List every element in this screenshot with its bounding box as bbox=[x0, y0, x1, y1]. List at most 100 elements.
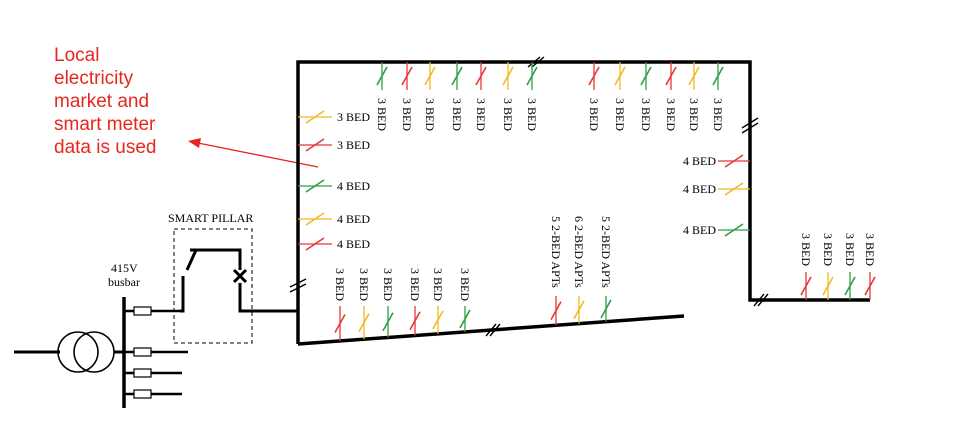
annotation-line: smart meter bbox=[54, 114, 156, 135]
load-left: 4 BED bbox=[298, 212, 370, 226]
load-far-right: 3 BED bbox=[863, 233, 877, 300]
load-top: 3 BED bbox=[587, 62, 601, 131]
fuse bbox=[133, 306, 152, 316]
load-apartment: 5 2-BED APTs bbox=[549, 216, 563, 326]
load-label: 3 BED bbox=[863, 233, 877, 266]
load-label: 3 BED bbox=[408, 268, 422, 301]
load-left: 4 BED bbox=[298, 237, 370, 251]
load-label: 3 BED bbox=[687, 98, 701, 131]
load-label: 3 BED bbox=[613, 98, 627, 131]
load-right: 4 BED bbox=[683, 182, 750, 196]
load-label: 5 2-BED APTs bbox=[549, 216, 563, 288]
feeder-2 bbox=[124, 347, 188, 357]
load-top: 3 BED bbox=[711, 62, 725, 131]
breaker-x-icon bbox=[232, 268, 248, 284]
load-label: 3 BED bbox=[450, 98, 464, 131]
cable-mark-left bbox=[289, 278, 307, 293]
load-bottom: 3 BED bbox=[408, 268, 422, 336]
transformer-winding-secondary bbox=[73, 331, 115, 373]
load-top: 3 BED bbox=[423, 62, 437, 131]
annotation-line: market and bbox=[54, 91, 150, 112]
load-label: 3 BED bbox=[333, 268, 347, 301]
busbar-voltage-label: 415V bbox=[111, 261, 138, 275]
load-right: 4 BED bbox=[683, 154, 750, 168]
load-label: 3 BED bbox=[381, 268, 395, 301]
smart-pillar-box bbox=[173, 228, 253, 344]
load-label: 3 BED bbox=[843, 233, 857, 266]
cable-mark-right bbox=[741, 117, 759, 134]
load-label: 3 BED bbox=[375, 98, 389, 131]
smart-pillar-label: SMART PILLAR bbox=[168, 211, 253, 225]
load-apartment: 5 2-BED APTs bbox=[599, 216, 613, 322]
load-right: 4 BED bbox=[683, 223, 750, 237]
fuse bbox=[133, 389, 152, 399]
annotation-line: data is used bbox=[54, 137, 157, 158]
load-label: 3 BED bbox=[525, 98, 539, 131]
fuse bbox=[133, 368, 152, 378]
load-label: 3 BED bbox=[337, 110, 370, 124]
load-label: 4 BED bbox=[337, 212, 370, 226]
feeder-4 bbox=[124, 389, 182, 399]
load-left: 3 BED bbox=[298, 138, 370, 152]
load-bottom: 3 BED bbox=[381, 268, 395, 338]
transformer-winding-primary bbox=[57, 331, 99, 373]
load-label: 3 BED bbox=[664, 98, 678, 131]
load-top: 3 BED bbox=[501, 62, 515, 131]
fuse bbox=[133, 347, 152, 357]
load-top: 3 BED bbox=[375, 62, 389, 131]
load-label: 3 BED bbox=[821, 233, 835, 266]
load-label: 3 BED bbox=[423, 98, 437, 131]
load-label: 3 BED bbox=[587, 98, 601, 131]
busbar-label: busbar bbox=[108, 275, 140, 289]
load-left: 4 BED bbox=[298, 179, 370, 193]
load-label: 6 2-BED APTs bbox=[572, 216, 586, 288]
load-top: 3 BED bbox=[639, 62, 653, 131]
load-apartment: 6 2-BED APTs bbox=[572, 216, 586, 324]
load-left: 3 BED bbox=[298, 110, 370, 124]
load-label: 3 BED bbox=[639, 98, 653, 131]
cable-mark-top bbox=[527, 56, 545, 68]
load-label: 4 BED bbox=[683, 223, 716, 237]
load-top: 3 BED bbox=[687, 62, 701, 131]
load-top: 3 BED bbox=[400, 62, 414, 131]
load-bottom: 3 BED bbox=[431, 268, 445, 334]
load-top: 3 BED bbox=[525, 62, 539, 131]
load-label: 5 2-BED APTs bbox=[599, 216, 613, 288]
load-top: 3 BED bbox=[474, 62, 488, 131]
load-top: 3 BED bbox=[664, 62, 678, 131]
load-far-right: 3 BED bbox=[799, 233, 813, 300]
load-label: 4 BED bbox=[683, 182, 716, 196]
annotation-arrowhead bbox=[188, 138, 201, 148]
load-label: 3 BED bbox=[474, 98, 488, 131]
feeder-3 bbox=[124, 368, 182, 378]
load-label: 3 BED bbox=[501, 98, 515, 131]
load-top: 3 BED bbox=[613, 62, 627, 131]
cable-mark-far-right bbox=[753, 293, 769, 307]
load-bottom: 3 BED bbox=[333, 268, 347, 341]
feeder-loop bbox=[296, 60, 870, 344]
annotation-text: Local electricity market and smart meter… bbox=[54, 44, 254, 159]
smart-pillar-circuit bbox=[180, 248, 298, 313]
load-label: 3 BED bbox=[400, 98, 414, 131]
load-top: 3 BED bbox=[450, 62, 464, 131]
load-far-right: 3 BED bbox=[843, 233, 857, 300]
annotation-line: electricity bbox=[54, 68, 134, 89]
load-bottom: 3 BED bbox=[357, 268, 371, 340]
load-label: 3 BED bbox=[458, 268, 472, 301]
load-label: 3 BED bbox=[337, 138, 370, 152]
load-bottom: 3 BED bbox=[458, 268, 472, 332]
loads-layer: 3 BED 3 BED 3 BED 3 BED 3 BED 3 BED 3 BED 3 BED… bbox=[298, 62, 877, 341]
load-label: 4 BED bbox=[337, 179, 370, 193]
load-label: 3 BED bbox=[799, 233, 813, 266]
load-label: 3 BED bbox=[357, 268, 371, 301]
annotation-line: Local bbox=[54, 45, 100, 66]
load-label: 4 BED bbox=[683, 154, 716, 168]
load-label: 3 BED bbox=[711, 98, 725, 131]
cable-mark-bottom bbox=[485, 323, 501, 337]
load-label: 4 BED bbox=[337, 237, 370, 251]
load-far-right: 3 BED bbox=[821, 233, 835, 300]
annotation-arrow-line bbox=[197, 142, 319, 168]
load-label: 3 BED bbox=[431, 268, 445, 301]
feeder-1 bbox=[124, 306, 180, 316]
